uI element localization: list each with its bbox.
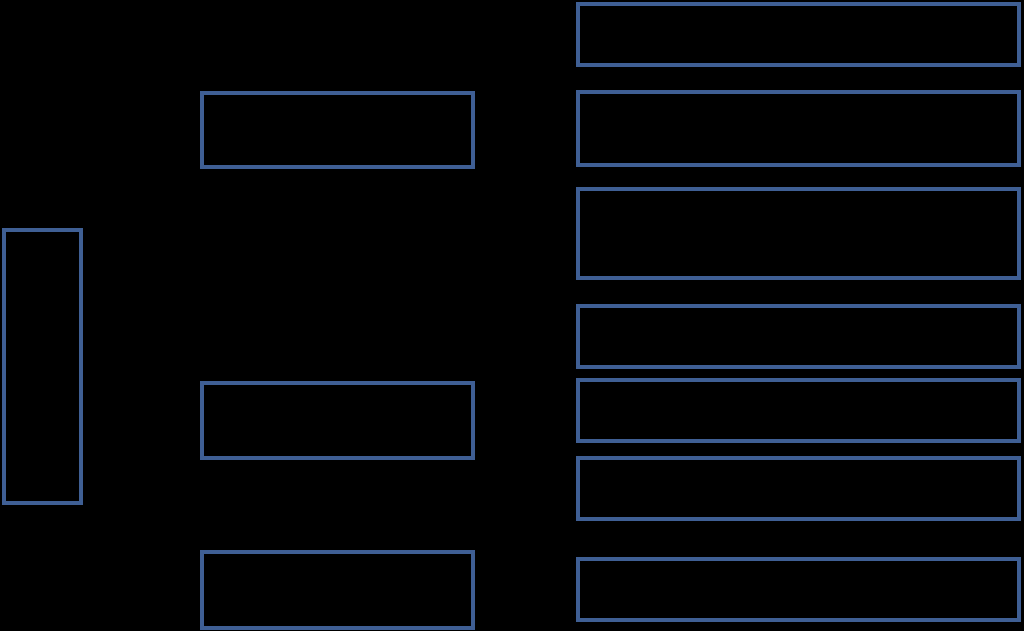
leaf-box-2 (576, 90, 1021, 167)
leaf-box-7 (576, 557, 1021, 622)
root-box (2, 228, 83, 505)
branch-box-1 (200, 91, 475, 169)
branch-box-2 (200, 381, 475, 460)
leaf-box-1 (576, 2, 1021, 67)
leaf-box-4 (576, 304, 1021, 369)
leaf-box-3 (576, 187, 1021, 280)
leaf-box-6 (576, 456, 1021, 521)
leaf-box-5 (576, 378, 1021, 443)
branch-box-3 (200, 550, 475, 630)
